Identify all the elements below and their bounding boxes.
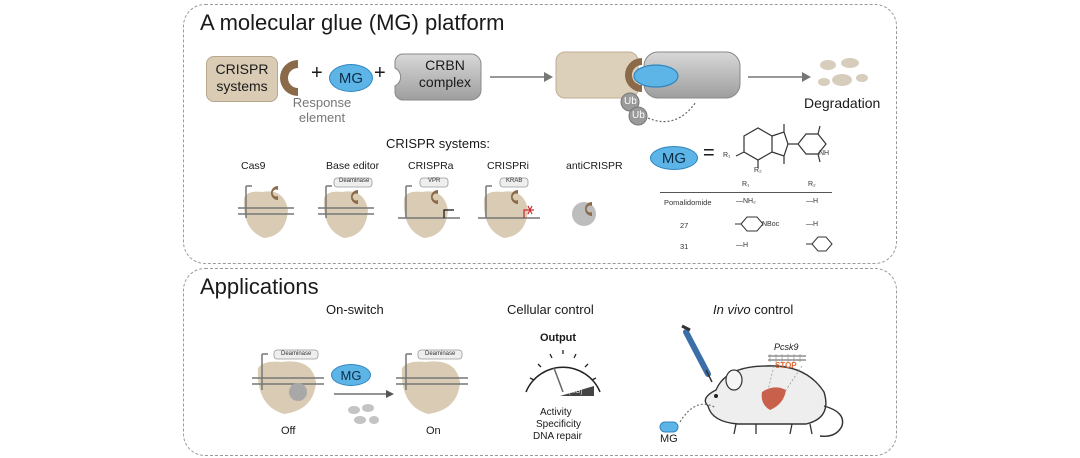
base-editor-protein-icon: [318, 177, 374, 238]
system-label-anticrispr: antiCRISPR: [566, 160, 623, 172]
crispr-systems-heading: CRISPR systems:: [386, 136, 491, 151]
system-label-base-editor: Base editor: [326, 160, 380, 172]
table-cell-r2-0: —H: [806, 198, 819, 205]
table-cell-r1-0: —NH₂: [736, 198, 756, 205]
response-element-icon: [280, 60, 298, 96]
degradation-label: Degradation: [804, 95, 881, 111]
system-label-crispri: CRISPRi: [487, 160, 530, 172]
cas9-protein-icon: [238, 185, 294, 238]
chem-r2-label: R₂: [754, 167, 762, 174]
table-row-pomalidomide: Pomalidomide: [664, 198, 712, 207]
pomalidomide-scaffold-icon: [735, 124, 827, 168]
equals-sign: =: [703, 142, 715, 164]
gene-pcsk9-label: Pcsk9: [774, 342, 799, 352]
crispr-systems-box: CRISPR systems: [206, 56, 278, 102]
plus-sign-1: +: [311, 62, 323, 84]
table-cell-r1-1: NBoc: [762, 221, 780, 228]
table-row-31: 31: [680, 242, 689, 251]
ub-label-1: Ub: [624, 96, 637, 107]
mg-pill: MG: [329, 64, 373, 92]
cellular-control-title: Cellular control: [507, 302, 594, 317]
piperazine-icon: [735, 216, 764, 232]
mouse-illustration: [659, 324, 844, 437]
on-switch-off-protein-icon: [252, 349, 324, 414]
in-vivo-mg-label: MG: [660, 433, 678, 445]
cellular-item-dna-repair: DNA repair: [533, 431, 582, 442]
crispr-box-line2: systems: [216, 78, 268, 94]
tag-deaminase: Deaminase: [339, 178, 370, 184]
table-rule: [660, 192, 832, 193]
cyclohexyl-icon: [806, 236, 833, 252]
on-switch-title: On-switch: [326, 302, 384, 317]
mg-pill-structure: MG: [650, 146, 698, 170]
crbn-box-line2: complex: [418, 74, 472, 90]
degradation-fragments-icon: [818, 58, 868, 86]
output-gauge-icon: [525, 350, 601, 396]
arrow-to-degradation: [748, 72, 811, 82]
on-switch-on-protein-icon: [396, 349, 468, 414]
assembled-complex: [555, 51, 741, 126]
arrow-to-complex: [490, 72, 553, 82]
panel-title-mg-platform: A molecular glue (MG) platform: [200, 10, 505, 35]
table-header-r2: R₂: [808, 181, 816, 188]
on-switch-off-tag: Deaminase: [281, 351, 312, 357]
gauge-output-label: Output: [540, 332, 577, 344]
system-label-cas9: Cas9: [241, 160, 266, 172]
system-label-crispra: CRISPRa: [408, 160, 454, 172]
on-switch-on-label: On: [426, 425, 441, 437]
on-switch-on-tag: Deaminase: [425, 351, 456, 357]
gauge-mg-tag: [MG]: [569, 389, 582, 395]
response-label-line2: element: [298, 110, 346, 125]
on-switch-mg-pill: MG: [331, 364, 371, 386]
chem-r1-label: R₁: [723, 152, 731, 159]
on-switch-arrow: [334, 390, 394, 424]
anticrispr-icon: [572, 202, 596, 226]
crispri-protein-icon: [478, 177, 540, 238]
panel-title-applications: Applications: [200, 274, 319, 299]
in-vivo-italic: In vivo: [713, 302, 751, 317]
in-vivo-rest: control: [750, 302, 794, 317]
table-row-27: 27: [680, 221, 689, 230]
plus-sign-2: +: [374, 62, 386, 84]
table-cell-r2-1: —H: [806, 221, 819, 228]
chem-nh-label: NH: [819, 150, 830, 157]
crispra-protein-icon: [398, 177, 460, 238]
in-vivo-control-title: In vivo control: [713, 302, 793, 317]
table-cell-r1-2: —H: [736, 242, 749, 249]
tag-vpr: VPR: [428, 178, 441, 184]
cellular-item-activity: Activity: [540, 407, 572, 418]
crispr-box-line1: CRISPR: [215, 61, 269, 77]
tag-krab: KRAB: [506, 178, 523, 184]
ub-label-2: Ub: [632, 110, 645, 121]
response-label-line1: Response: [292, 95, 352, 110]
stop-codon-label: STOP: [775, 361, 797, 370]
crbn-box-line1: CRBN: [425, 57, 465, 73]
table-header-r1: R₁: [742, 181, 750, 188]
cellular-item-specificity: Specificity: [536, 419, 582, 430]
on-switch-off-label: Off: [281, 425, 296, 437]
crbn-complex-shape: [394, 53, 482, 101]
